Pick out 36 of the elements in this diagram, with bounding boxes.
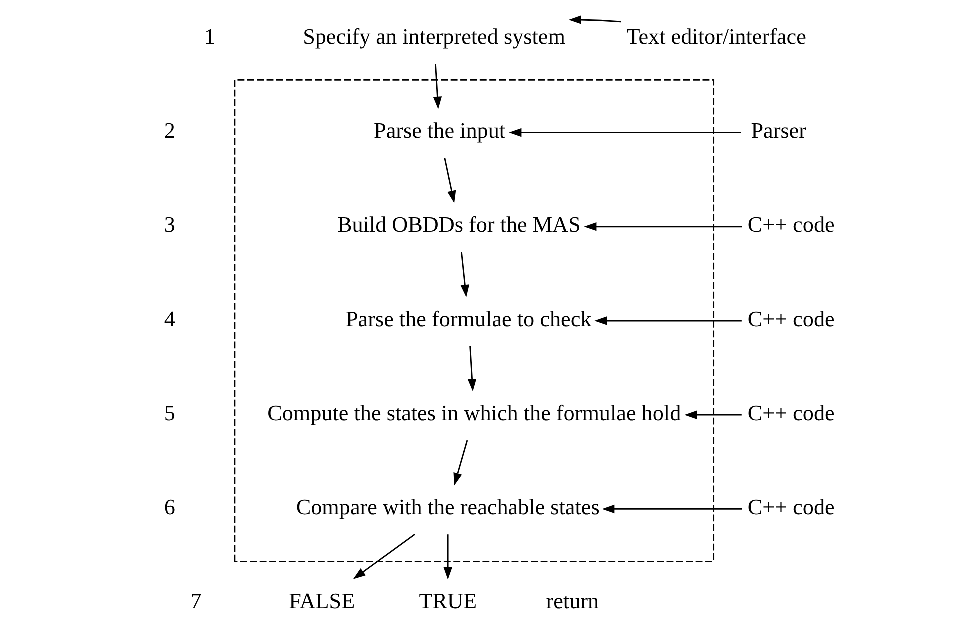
arrow <box>460 252 470 298</box>
node-text: Parser <box>750 118 806 144</box>
node-text: Text editor/interface <box>626 24 806 49</box>
node-text: C++ code <box>747 400 834 426</box>
cluster <box>234 79 714 563</box>
label: 7 <box>190 588 202 614</box>
arrow <box>432 64 442 110</box>
arrow <box>568 16 621 24</box>
node-text: C++ code <box>747 212 834 238</box>
node-text: Build OBDDs for the MAS <box>336 212 580 238</box>
arrow <box>444 158 456 204</box>
node-text: Compare with the reachable states <box>296 494 600 520</box>
node-text: Parse the input <box>374 118 506 144</box>
label: 6 <box>164 494 175 520</box>
node-text: Compute the states in which the formulae hold <box>267 400 681 426</box>
label: 5 <box>164 400 175 426</box>
node-text: C++ code <box>747 306 834 332</box>
arrow <box>584 222 742 232</box>
node-text: C++ code <box>747 494 834 520</box>
arrow <box>467 346 476 392</box>
node-text: TRUE <box>418 588 476 614</box>
node-text: Parse the formulae to check <box>345 306 592 332</box>
arrow <box>453 440 468 486</box>
node-text: Specify an interpreted system <box>302 24 565 49</box>
label: 3 <box>164 212 175 238</box>
label: 2 <box>164 118 175 144</box>
arrow <box>602 504 742 514</box>
arrow <box>508 128 741 138</box>
arrow <box>443 534 452 580</box>
label: return <box>546 588 599 614</box>
arrow <box>594 316 742 326</box>
label: 4 <box>164 306 175 332</box>
arrow <box>352 534 415 580</box>
node-text: FALSE <box>288 588 355 614</box>
label: 1 <box>204 24 216 49</box>
arrow <box>684 410 742 420</box>
